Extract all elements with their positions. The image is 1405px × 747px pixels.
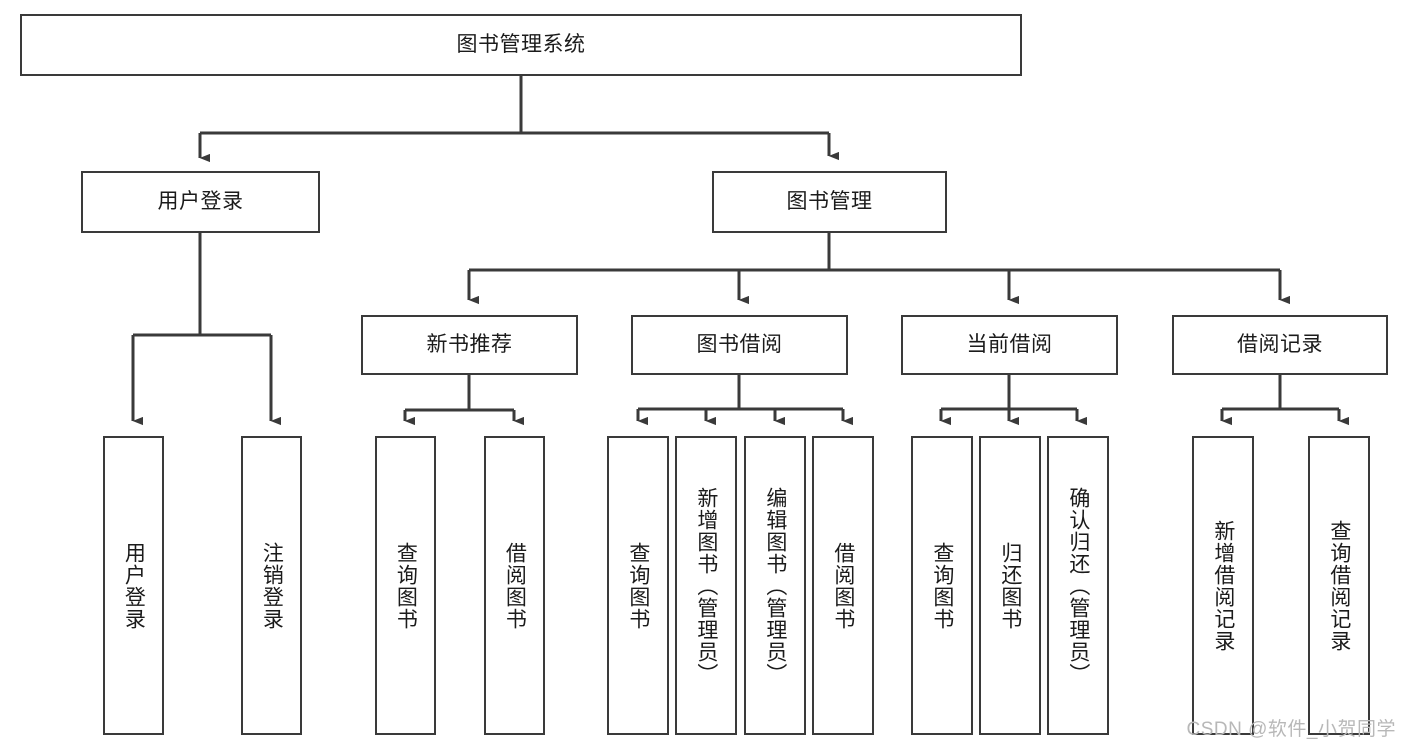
node-leaf-query-book-2[interactable]: 查询图书 (607, 436, 669, 735)
node-borrow-record[interactable]: 借阅记录 (1172, 315, 1388, 375)
watermark-text: CSDN @软件_小贺同学 (1186, 719, 1396, 740)
node-current-borrow-label: 当前借阅 (966, 332, 1053, 356)
node-leaf-logout-label: 注销登录 (260, 541, 284, 630)
node-leaf-borrow-book-1[interactable]: 借阅图书 (484, 436, 545, 735)
node-leaf-add-record[interactable]: 新增借阅记录 (1192, 436, 1254, 735)
node-leaf-query-book-2-label: 查询图书 (626, 541, 650, 630)
node-leaf-borrow-book-2[interactable]: 借阅图书 (812, 436, 874, 735)
node-new-book-recommend[interactable]: 新书推荐 (361, 315, 578, 375)
node-leaf-add-book-label: 新增图书（管理员） (694, 486, 718, 685)
node-root-label: 图书管理系统 (456, 32, 586, 56)
node-book-manage-label: 图书管理 (786, 189, 873, 213)
node-book-borrow[interactable]: 图书借阅 (631, 315, 848, 375)
node-leaf-add-record-label: 新增借阅记录 (1211, 519, 1235, 652)
node-root[interactable]: 图书管理系统 (20, 14, 1022, 76)
node-leaf-query-record[interactable]: 查询借阅记录 (1308, 436, 1370, 735)
node-leaf-logout[interactable]: 注销登录 (241, 436, 302, 735)
node-leaf-query-book-1[interactable]: 查询图书 (375, 436, 436, 735)
node-leaf-borrow-book-2-label: 借阅图书 (831, 541, 855, 630)
node-leaf-return-book[interactable]: 归还图书 (979, 436, 1041, 735)
node-leaf-borrow-book-1-label: 借阅图书 (503, 541, 527, 630)
node-leaf-user-login[interactable]: 用户登录 (103, 436, 164, 735)
node-leaf-edit-book[interactable]: 编辑图书（管理员） (744, 436, 806, 735)
node-leaf-return-book-label: 归还图书 (998, 541, 1022, 630)
node-current-borrow[interactable]: 当前借阅 (901, 315, 1118, 375)
node-borrow-record-label: 借阅记录 (1237, 332, 1323, 356)
node-leaf-add-book[interactable]: 新增图书（管理员） (675, 436, 737, 735)
node-leaf-query-book-3-label: 查询图书 (930, 541, 954, 630)
node-leaf-confirm-return-label: 确认归还（管理员） (1066, 486, 1090, 685)
node-leaf-query-book-1-label: 查询图书 (394, 541, 418, 630)
node-new-book-recommend-label: 新书推荐 (426, 332, 513, 356)
node-book-borrow-label: 图书借阅 (696, 332, 783, 356)
node-leaf-user-login-label: 用户登录 (122, 541, 146, 630)
node-leaf-confirm-return[interactable]: 确认归还（管理员） (1047, 436, 1109, 735)
node-book-manage[interactable]: 图书管理 (712, 171, 947, 233)
node-leaf-query-record-label: 查询借阅记录 (1327, 519, 1351, 652)
node-leaf-query-book-3[interactable]: 查询图书 (911, 436, 973, 735)
node-leaf-edit-book-label: 编辑图书（管理员） (763, 486, 787, 685)
node-user-login[interactable]: 用户登录 (81, 171, 320, 233)
node-user-login-label: 用户登录 (157, 189, 244, 213)
